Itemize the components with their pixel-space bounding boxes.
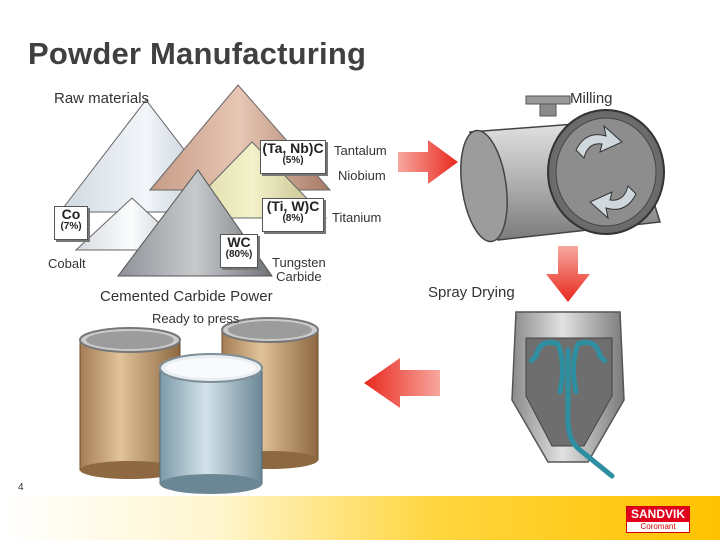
wc-percent: (80%) xyxy=(225,248,253,260)
ta-nb-c-box: (Ta, Nb)C (5%) xyxy=(260,140,326,174)
tantalum-label: Tantalum xyxy=(334,143,387,158)
ready-to-press-label: Ready to press xyxy=(152,311,240,326)
slide-title: Powder Manufacturing xyxy=(28,36,367,71)
milling-drum xyxy=(460,95,665,243)
tungsten-carbide-line2: Carbide xyxy=(276,269,322,284)
ta-nb-c-percent: (5%) xyxy=(282,154,304,166)
ti-w-c-formula: (Ti, W)C xyxy=(266,198,320,214)
footer-bar xyxy=(0,496,720,540)
cobalt-label: Cobalt xyxy=(48,256,86,271)
wc-formula: WC xyxy=(227,234,251,250)
tungsten-carbide-label: Tungsten Carbide xyxy=(272,256,326,284)
raw-materials-label: Raw materials xyxy=(54,90,150,107)
cemented-carbide-label: Cemented Carbide Power xyxy=(100,288,273,305)
right-arrow-icon xyxy=(398,140,458,184)
co-box: Co (7%) xyxy=(54,206,88,240)
left-arrow-icon xyxy=(364,358,440,408)
co-percent: (7%) xyxy=(60,220,82,232)
page-number: 4 xyxy=(18,482,24,493)
sandvik-logo: SANDVIK Coromant xyxy=(626,506,690,533)
logo-division: Coromant xyxy=(640,522,676,531)
ti-w-c-percent: (8%) xyxy=(282,212,304,224)
logo-brand: SANDVIK xyxy=(627,507,689,522)
ti-w-c-box: (Ti, W)C (8%) xyxy=(262,198,324,232)
co-formula: Co xyxy=(61,206,81,222)
tungsten-carbide-line1: Tungsten xyxy=(272,255,326,270)
barrel-center xyxy=(159,353,263,494)
spray-dryer xyxy=(511,311,625,479)
rotation-arrow-icon xyxy=(589,185,637,220)
spray-drying-label: Spray Drying xyxy=(428,284,515,301)
rotation-arrow-icon xyxy=(575,124,623,159)
wc-box: WC (80%) xyxy=(220,234,258,268)
ta-nb-c-formula: (Ta, Nb)C xyxy=(262,140,324,156)
niobium-label: Niobium xyxy=(338,168,386,183)
titanium-label: Titanium xyxy=(332,210,382,225)
down-arrow-icon xyxy=(546,246,590,302)
milling-label: Milling xyxy=(570,90,613,107)
